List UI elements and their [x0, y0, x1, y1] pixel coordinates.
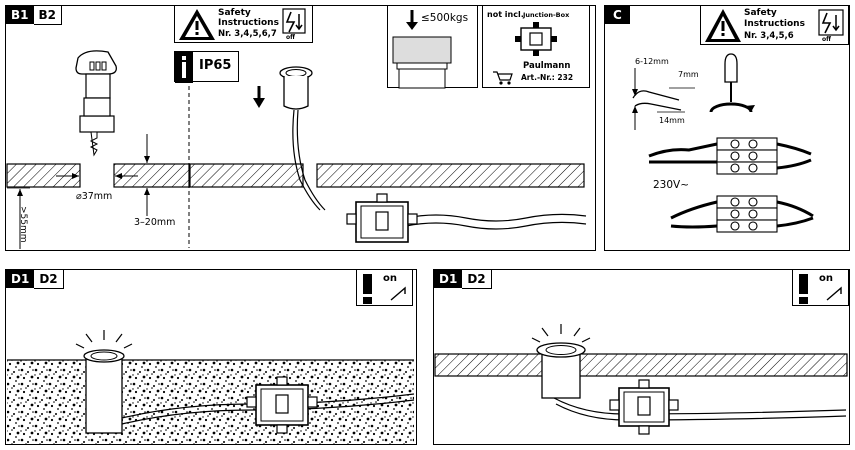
- ground-installation-drawing: [7, 330, 415, 444]
- safety-title-c: Safety: [744, 8, 777, 18]
- junction-box-label: Junction-Box: [523, 11, 570, 19]
- tag-c: C: [605, 6, 630, 24]
- voltage-label: 230V~: [653, 179, 690, 191]
- panel-c: C Safety Instructions Nr. 3,4,5,6 off: [604, 5, 850, 251]
- safety-box: Safety Instructions Nr. 3,4,5,6,7 off: [174, 5, 313, 43]
- strip-length: 14mm: [659, 116, 685, 125]
- tag-d1-right: D1: [434, 270, 463, 288]
- deck-installation-drawing: [434, 324, 848, 435]
- warning-triangle-icon: [705, 9, 844, 42]
- not-included-label: not incl.: [487, 10, 524, 19]
- power-on-icon: [363, 274, 406, 304]
- safety-subtitle: Instructions: [218, 18, 279, 28]
- load-box: ≤500kgs: [387, 5, 478, 89]
- off-label: off: [286, 34, 295, 41]
- junction-info-box: not incl. Junction-Box Paulmann Art.-Nr.…: [482, 5, 590, 88]
- ip65-box: IP65: [174, 51, 239, 83]
- load-label: ≤500kgs: [421, 12, 469, 24]
- panel-b-tag: B1 B2: [6, 6, 62, 25]
- installation-drawing: [6, 50, 587, 249]
- safety-numbers: Nr. 3,4,5,6,7: [218, 29, 277, 39]
- info-icon: [175, 52, 193, 83]
- panel-d-right: D1 D2 on: [433, 269, 850, 445]
- load-weight-icon: [392, 10, 452, 89]
- strip-inner: 7mm: [678, 70, 699, 79]
- art-number: Art.-Nr.: 232: [521, 73, 574, 82]
- tag-b2: B2: [33, 6, 62, 25]
- panel-d-left-tag: D1 D2: [6, 270, 64, 289]
- safety-subtitle-c: Instructions: [744, 19, 805, 29]
- tag-b1: B1: [6, 6, 34, 24]
- strip-range: 6-12mm: [635, 57, 669, 66]
- wiring-drawing: [632, 53, 814, 233]
- power-on-icon: [799, 274, 842, 304]
- tag-d2: D2: [34, 270, 64, 289]
- safety-numbers-c: Nr. 3,4,5,6: [744, 31, 794, 41]
- safety-title: Safety: [218, 8, 251, 18]
- power-on-box: on: [356, 269, 413, 306]
- power-on-box-right: on: [792, 269, 849, 306]
- on-label: on: [383, 273, 397, 284]
- power-off-icon: [282, 8, 306, 34]
- panel-b: B1 B2 Safety Instructions Nr. 3,4,5,6,7 …: [5, 5, 596, 251]
- tag-d1: D1: [6, 270, 35, 288]
- off-label-c: off: [822, 36, 831, 43]
- ip-rating: IP65: [199, 58, 232, 73]
- panel-d-right-tag: D1 D2: [434, 270, 492, 289]
- hole-diameter: ⌀37mm: [76, 191, 113, 202]
- tag-d2-right: D2: [462, 270, 492, 289]
- warning-triangle-icon: [179, 9, 215, 40]
- panel-c-tag: C: [605, 6, 630, 24]
- on-label-right: on: [819, 273, 833, 284]
- junction-box-icon: [493, 22, 557, 85]
- min-depth: >55mm: [18, 206, 28, 243]
- brand-label: Paulmann: [523, 61, 571, 71]
- slab-thickness: 3–20mm: [134, 217, 176, 228]
- safety-box-c: Safety Instructions Nr. 3,4,5,6 off: [700, 5, 849, 45]
- panel-d-left: D1 D2 on: [5, 269, 417, 445]
